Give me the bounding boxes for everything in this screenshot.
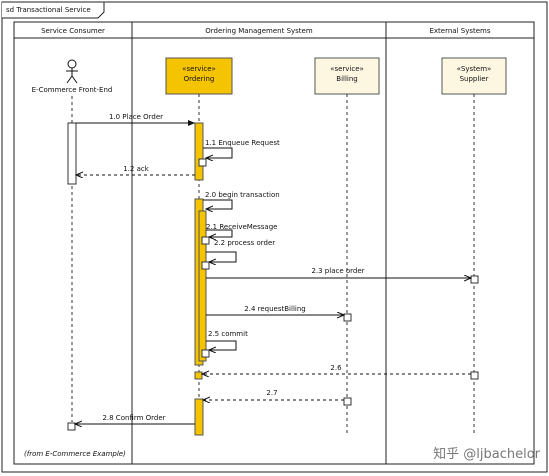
activation-ordering-1: [194, 122, 204, 181]
billing-label: Billing: [336, 75, 357, 83]
exec-marker-supplier-1: [470, 275, 479, 284]
message-label-1-1: 1.1 Enqueue Request: [205, 139, 280, 147]
message-label-2-6: 2.6: [330, 364, 342, 372]
message-label-2-1: 2.1 ReceiveMessage: [206, 223, 277, 231]
watermark-text: 知乎 @ljbachelor: [433, 446, 541, 462]
activation-frontend: [67, 122, 77, 185]
exec-marker-2-5: [201, 349, 210, 358]
activation-ordering-3: [194, 398, 204, 436]
message-label-2-7: 2.7: [266, 389, 277, 397]
supplier-label: Supplier: [460, 75, 489, 83]
supplier-stereotype: «System»: [457, 65, 492, 73]
message-label-1-0: 1.0 Place Order: [109, 113, 163, 121]
message-label-2-3: 2.3 place order: [311, 267, 364, 275]
message-arrow-1-1: [203, 147, 233, 158]
ordering-stereotype: «service»: [182, 65, 216, 73]
message-arrow-2-1: [206, 229, 233, 237]
message-arrow-2-0: [203, 199, 233, 209]
frame-title: sd Transactional Service: [6, 6, 91, 14]
exec-marker-billing-2: [343, 397, 352, 406]
exec-marker-ordering-2-6: [194, 371, 203, 380]
swimlane-title-ordering-management: Ordering Management System: [205, 27, 313, 35]
exec-marker-billing-1: [343, 313, 352, 322]
message-label-1-2: 1.2 ack: [123, 165, 149, 173]
exec-marker-supplier-2: [470, 371, 479, 380]
message-label-2-5: 2.5 commit: [208, 330, 248, 338]
billing-stereotype: «service»: [330, 65, 364, 73]
activation-ordering-2-nested: [198, 210, 207, 362]
diagram-note: (from E-Commerce Example): [24, 450, 126, 458]
message-arrow-2-5: [206, 340, 237, 350]
exec-marker-2-1: [201, 236, 210, 245]
lifeline-box-ordering: «service» Ordering: [165, 57, 233, 95]
message-label-2-2: 2.2 process order: [214, 239, 275, 247]
exec-marker-frontend: [67, 422, 76, 431]
message-label-2-0: 2.0 begin transaction: [205, 191, 280, 199]
lifeline-box-billing: «service» Billing: [314, 57, 380, 95]
ordering-label: Ordering: [184, 75, 215, 83]
message-label-2-8: 2.8 Confirm Order: [102, 414, 165, 422]
message-label-2-4: 2.4 requestBilling: [244, 305, 305, 313]
message-arrow-2-2: [206, 251, 237, 262]
lifeline-box-supplier: «System» Supplier: [441, 57, 507, 95]
exec-marker-1-1: [198, 158, 207, 167]
frame-title-tab: [2, 1, 105, 19]
actor-label: E-Commerce Front-End: [32, 86, 113, 94]
swimlane-title-external-systems: External Systems: [429, 27, 490, 35]
exec-marker-2-2: [201, 261, 210, 270]
swimlane-title-service-consumer: Service Consumer: [41, 27, 105, 35]
swimlane-frame: [13, 21, 535, 465]
actor-icon: [66, 59, 78, 84]
